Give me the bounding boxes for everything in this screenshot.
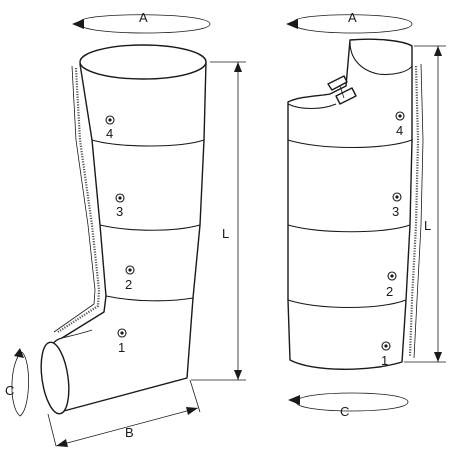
leg-garment-top-opening: [79, 44, 207, 80]
sleeve-dimension-c: C: [288, 392, 409, 419]
sleeve-chamber-3: 3: [392, 192, 402, 219]
sleeve-chamber-1: 1: [381, 341, 391, 368]
sleeve-dimension-l: L: [404, 45, 446, 363]
leg-chamber-2: 2: [125, 265, 135, 292]
leg-dimension-b-label: B: [125, 425, 134, 440]
sleeve-chamber-4: 4: [395, 111, 405, 138]
sleeve-chamber-2-label: 2: [386, 284, 393, 299]
sleeve-garment: 4 3 2 1 A L: [286, 10, 446, 419]
leg-dimension-c: C: [5, 348, 29, 417]
sleeve-chamber-divider: [287, 299, 407, 309]
leg-garment-zipper: [57, 67, 101, 333]
leg-chamber-divider: [99, 224, 201, 231]
leg-dimension-a: A: [72, 10, 211, 34]
leg-chamber-1: 1: [117, 328, 127, 355]
leg-chamber-4: 4: [105, 115, 115, 141]
sleeve-chamber-divider: [287, 224, 411, 233]
sleeve-chamber-4-label: 4: [396, 123, 403, 138]
sleeve-chamber-3-label: 3: [392, 204, 399, 219]
leg-chamber-2-label: 2: [125, 277, 132, 292]
sleeve-dimension-l-label: L: [424, 218, 431, 233]
leg-dimension-b: B: [47, 379, 201, 447]
leg-chamber-3: 3: [115, 193, 125, 219]
leg-garment-foot-opening: [40, 341, 70, 415]
sleeve-strap-buckle: [327, 75, 357, 105]
leg-dimension-a-label: A: [139, 10, 148, 25]
sleeve-chamber-divider: [287, 139, 413, 149]
sleeve-dimension-c-label: C: [340, 404, 349, 419]
sleeve-garment-body: [287, 38, 413, 370]
leg-dimension-c-label: C: [5, 383, 14, 398]
leg-garment: 4 3 2 1 A L: [5, 10, 246, 447]
sleeve-chamber-1-label: 1: [381, 353, 388, 368]
sleeve-dimension-a-label: A: [348, 10, 357, 25]
sleeve-chamber-2: 2: [386, 271, 397, 299]
leg-chamber-1-label: 1: [118, 340, 125, 355]
sleeve-dimension-a: A: [286, 10, 413, 34]
sleeve-garment-zipper: [408, 65, 420, 357]
leg-chamber-3-label: 3: [116, 204, 123, 219]
leg-dimension-l: L: [191, 61, 246, 381]
leg-dimension-l-label: L: [222, 226, 229, 241]
leg-chamber-4-label: 4: [106, 126, 113, 141]
leg-chamber-divider: [105, 295, 194, 302]
leg-chamber-divider: [91, 139, 205, 147]
